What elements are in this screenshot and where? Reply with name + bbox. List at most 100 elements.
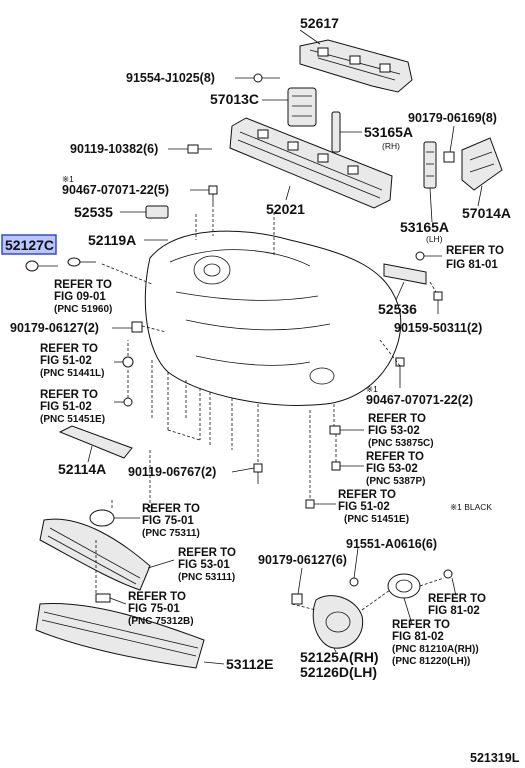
bumper-cover-52119a-shape: [144, 230, 402, 406]
piece-52535-shape: [145, 205, 169, 219]
clip-5387p-shape: [331, 461, 341, 471]
ref-51-02-b-line2: FIG 51-02: [40, 401, 92, 413]
ref-75-01-a-line1: REFER TO: [142, 503, 200, 515]
ref-53-01-line2: FIG 53-01: [178, 559, 230, 571]
label-90119-10382: 90119-10382(6): [70, 142, 158, 156]
ref-53-02-a-line1: REFER TO: [368, 413, 426, 425]
clip-81-01-shape: [415, 251, 425, 261]
pnc-81220: (PNC 81220(LH)): [392, 656, 470, 667]
ref-51-02-c-line1: REFER TO: [338, 489, 396, 501]
label-52114a: 52114A: [58, 461, 106, 477]
highlight-52127c[interactable]: [1, 234, 57, 255]
ref-53-02-b-line1: REFER TO: [366, 451, 424, 463]
label-90119-06767: 90119-06767(2): [128, 465, 216, 479]
clip-51451e-b-shape: [305, 499, 315, 509]
pnc-75311: (PNC 75311): [142, 528, 200, 539]
label-90179-06127-b: 90179-06127(6): [258, 553, 347, 567]
ref-53-01-line1: REFER TO: [178, 547, 236, 559]
label-52617: 52617: [300, 15, 339, 31]
label-rh: (RH): [382, 141, 400, 151]
grille-53112e-shape: [35, 603, 205, 669]
ref-75-01-b-line2: FIG 75-01: [128, 603, 180, 615]
bracket-57014a-shape: [461, 137, 503, 191]
label-52536: 52536: [378, 301, 417, 317]
retainer-53165a-rh-shape: [331, 111, 341, 153]
clip-90467-a-shape: [208, 185, 218, 204]
ref-09-01-line1: REFER TO: [54, 279, 112, 291]
ref-81-02-a-line1: REFER TO: [428, 593, 486, 605]
label-53165a-lh: 53165A: [400, 219, 449, 235]
ref-75-01-a-line2: FIG 75-01: [142, 515, 194, 527]
pnc-81210a: (PNC 81210A(RH)): [392, 644, 479, 655]
leader-lines: [38, 29, 483, 665]
label-52119a: 52119A: [88, 232, 136, 248]
label-91551: 91551-A0616(6): [346, 537, 437, 551]
label-52127c[interactable]: 52127C: [5, 237, 54, 253]
bracket-57013c-shape: [287, 87, 317, 127]
bracket-52536-shape: [383, 263, 427, 285]
bolt-91554-shape: [253, 73, 280, 83]
pnc-5387p: (PNC 5387P): [366, 476, 425, 487]
bracket-52114a-shape: [58, 425, 133, 459]
label-90467-b: 90467-07071-22(2): [366, 393, 473, 407]
dashed-assembly-lines: [95, 204, 445, 611]
label-52125a: 52125A(RH): [300, 649, 379, 665]
clip-53875c-shape: [329, 425, 341, 435]
pnc-53111: (PNC 53111): [178, 572, 235, 583]
label-52126d: 52126D(LH): [300, 664, 377, 680]
ref-51-02-a-line1: REFER TO: [40, 343, 98, 355]
figure-code: 521319L: [470, 751, 520, 765]
label-90159-50311: 90159-50311(2): [394, 321, 482, 335]
label-57013c: 57013C: [210, 91, 259, 107]
nut-90179-06127-b-shape: [291, 593, 303, 605]
label-52535: 52535: [74, 204, 113, 220]
fog-cover-52125a-shape: [312, 595, 364, 649]
part-labels: 52617 91554-J1025(8) 57013C 53165A (RH) …: [1, 15, 520, 765]
ref-53-02-a-line2: FIG 53-02: [368, 425, 420, 437]
nut-90179-06127-a-shape: [131, 321, 143, 333]
piece-75312b-shape: [95, 593, 111, 603]
retainer-53165a-lh-shape: [423, 141, 437, 189]
fog-lamp-81210a-shape: [387, 573, 421, 599]
screw-81-02-shape: [443, 569, 453, 579]
black-note: ※1 BLACK: [450, 502, 492, 512]
pnc-51451e-a: (PNC 51451E): [40, 414, 105, 425]
nut-51960-shape: [67, 257, 96, 267]
pnc-75312b: (PNC 75312B): [128, 616, 194, 627]
ref-81-01-line2: FIG 81-01: [446, 259, 498, 271]
ref-51-02-c-line2: FIG 51-02: [338, 501, 390, 513]
label-91554: 91554-J1025(8): [126, 71, 215, 85]
label-lh: (LH): [426, 234, 443, 244]
ref-51-02-b-line1: REFER TO: [40, 389, 98, 401]
ref-75-01-b-line1: REFER TO: [128, 591, 186, 603]
label-note1-b: ※1: [366, 384, 378, 394]
emblem-75311-shape: [89, 509, 115, 527]
ref-81-02-b-line1: REFER TO: [392, 619, 450, 631]
grille-53111-shape: [39, 518, 151, 591]
screw-90159-shape: [433, 291, 443, 301]
label-90179-06127-a: 90179-06127(2): [10, 321, 99, 335]
bracket-52617-shape: [299, 39, 413, 93]
pnc-51960: (PNC 51960): [54, 304, 112, 315]
nut-90179-06169-shape: [443, 151, 455, 163]
label-57014a: 57014A: [462, 205, 511, 221]
pnc-51451e-b: (PNC 51451E): [344, 514, 409, 525]
pnc-51441l: (PNC 51441L): [40, 368, 104, 379]
part-52127c-shape: [25, 260, 39, 272]
screw-91551-shape: [349, 577, 359, 587]
ref-09-01-line2: FIG 09-01: [54, 291, 106, 303]
label-90179-06169: 90179-06169(8): [408, 111, 497, 125]
clip-51451e-a-shape: [123, 397, 133, 407]
ref-81-02-a-line2: FIG 81-02: [428, 605, 480, 617]
label-53165a-rh: 53165A: [364, 124, 413, 140]
clip-51441l-shape: [122, 356, 134, 368]
ref-81-02-b-line2: FIG 81-02: [392, 631, 444, 643]
absorber-52021-shape: [229, 117, 393, 209]
bolt-90119-10382-shape: [187, 144, 212, 154]
ref-81-01-line1: REFER TO: [446, 245, 504, 257]
label-note1-a: ※1: [62, 174, 74, 184]
label-52021: 52021: [266, 201, 305, 217]
pnc-53875c: (PNC 53875C): [368, 438, 434, 449]
